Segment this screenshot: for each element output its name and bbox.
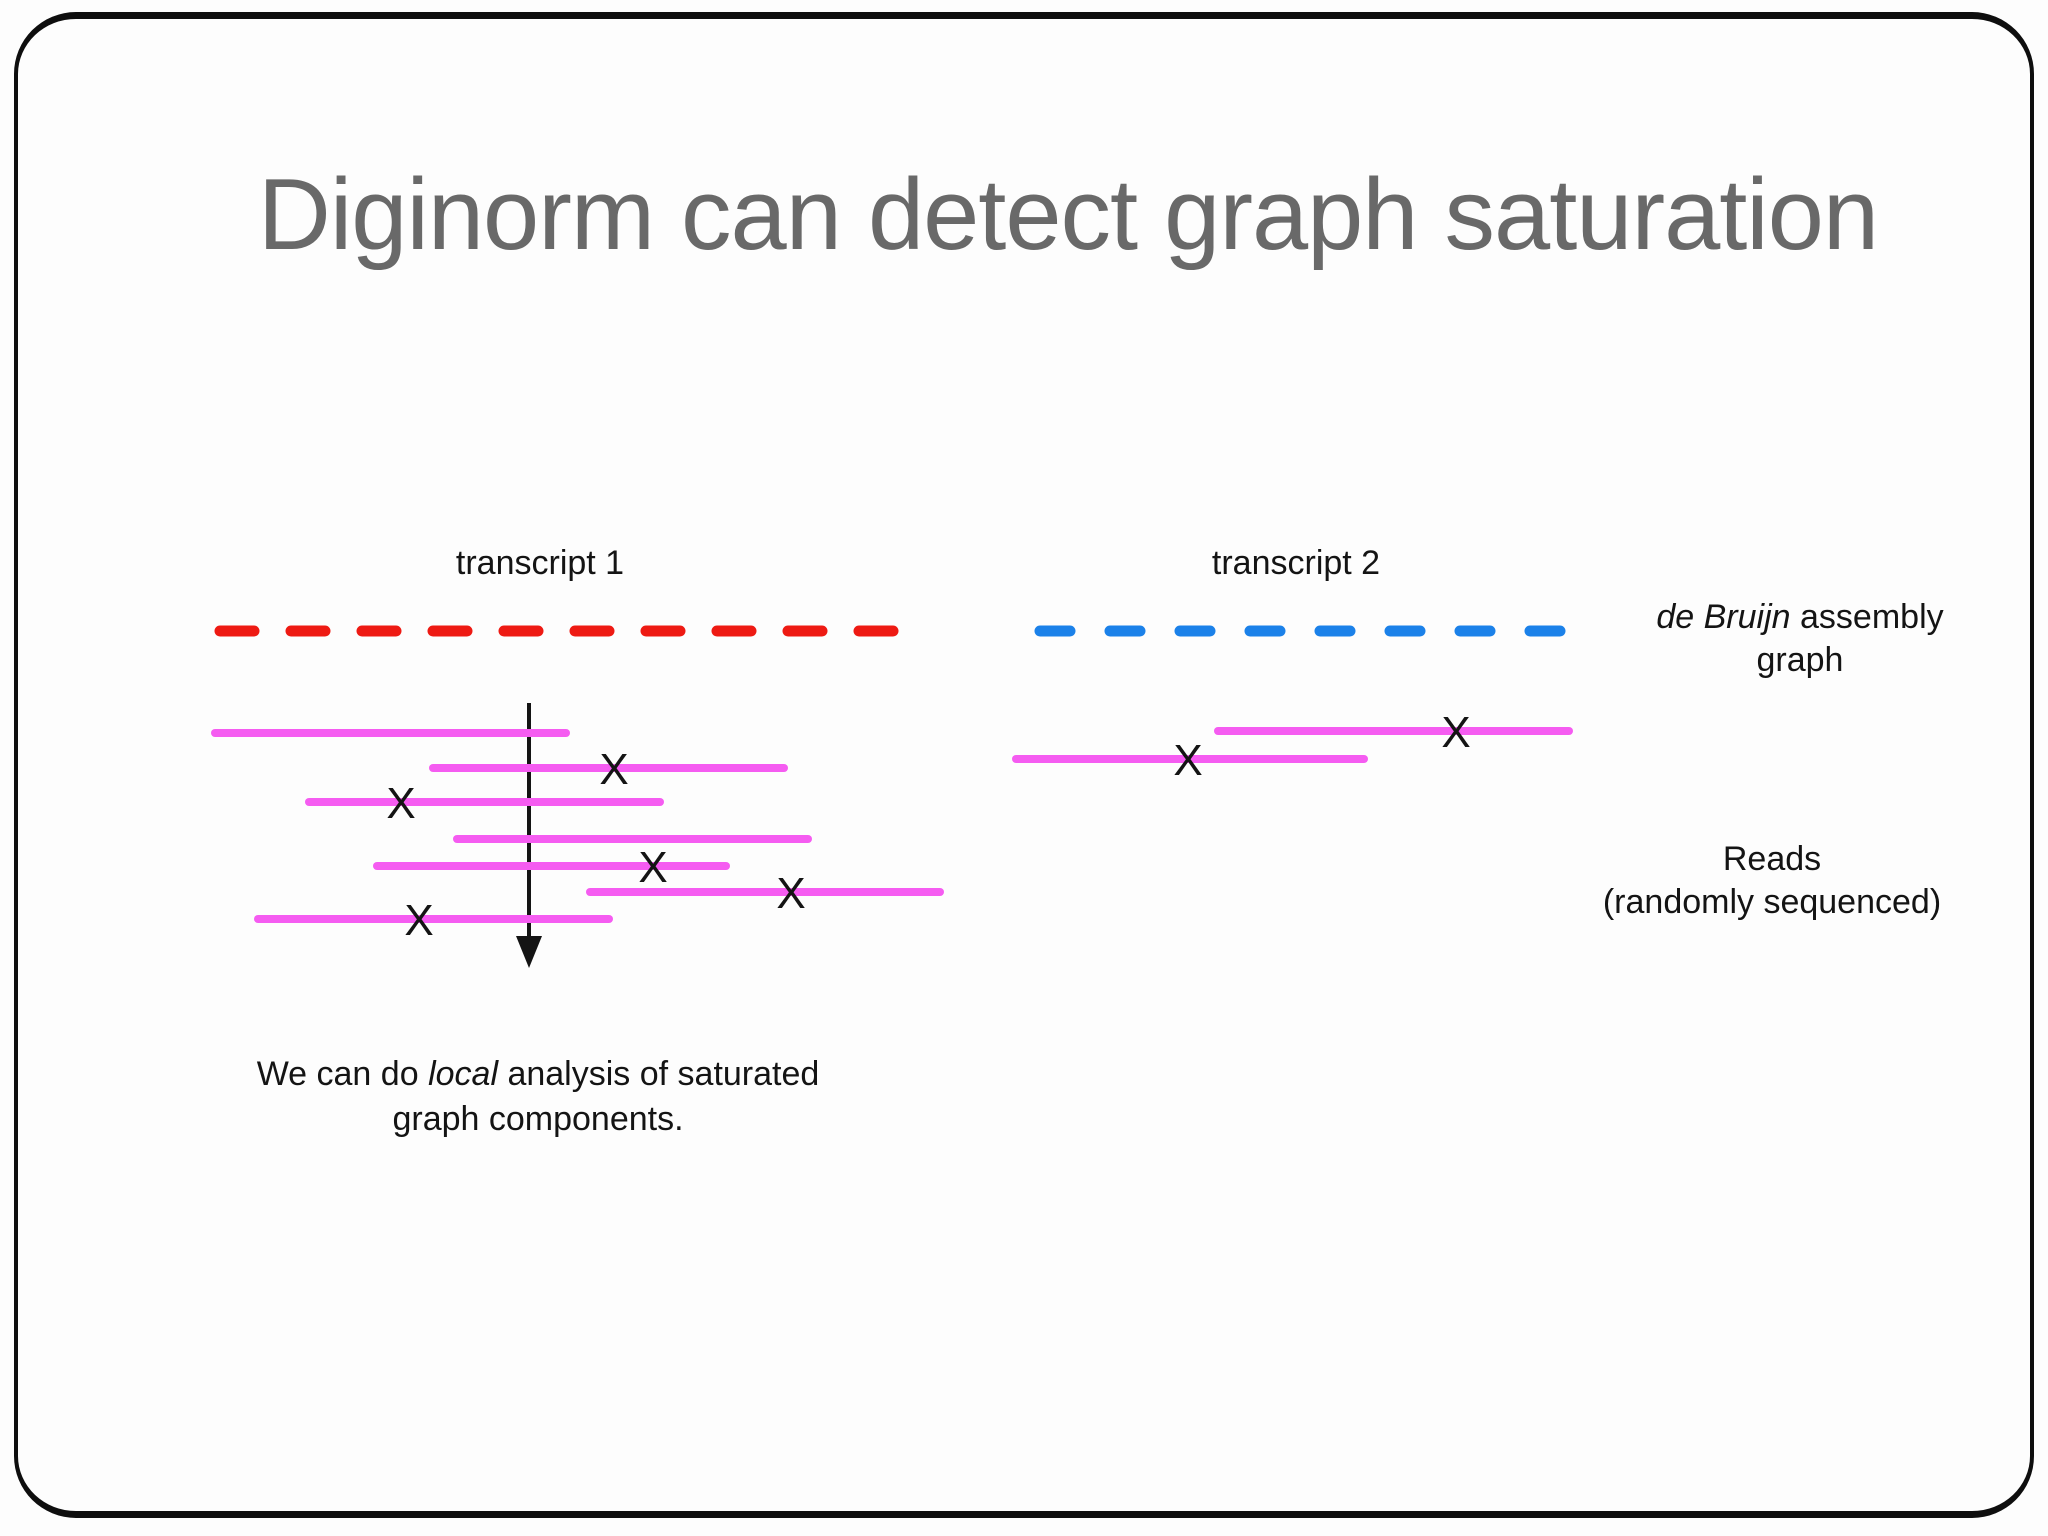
read-x-mark: X [404, 896, 433, 945]
slide-title: Diginorm can detect graph saturation [257, 159, 1879, 271]
reads-label: Reads (randomly sequenced) [1603, 838, 1941, 924]
caption-italic: local [428, 1055, 499, 1093]
read-x-mark: X [1441, 708, 1470, 757]
read-x-mark: X [599, 745, 628, 794]
caption-pre: We can do [256, 1055, 429, 1093]
local-analysis-caption: We can do local analysis of saturated gr… [257, 1052, 820, 1142]
read-x-mark: X [386, 779, 415, 828]
transcript-1-label: transcript 1 [455, 544, 625, 582]
read-x-mark: X [1173, 736, 1202, 785]
assembly-graph-label-rest: assembly [1790, 598, 1944, 636]
reads-label-line1: Reads [1722, 840, 1822, 878]
read-x-mark: X [638, 843, 667, 892]
slide-border-frame [14, 12, 2034, 1518]
saturation-arrow-head [516, 936, 542, 968]
caption-line2: graph components. [392, 1100, 684, 1138]
read-x-mark: X [776, 869, 805, 918]
assembly-graph-label-line2: graph [1756, 641, 1844, 679]
caption-post: analysis of saturated [498, 1055, 820, 1093]
assembly-graph-label-line1: de Bruijn assembly [1656, 596, 1943, 639]
assembly-graph-label-italic: de Bruijn [1656, 598, 1791, 636]
reads-label-line2: (randomly sequenced) [1602, 883, 1942, 921]
caption-line1: We can do local analysis of saturated [257, 1052, 820, 1097]
transcript-2-label: transcript 2 [1211, 544, 1381, 582]
assembly-graph-label: de Bruijn assembly graph [1656, 596, 1943, 682]
